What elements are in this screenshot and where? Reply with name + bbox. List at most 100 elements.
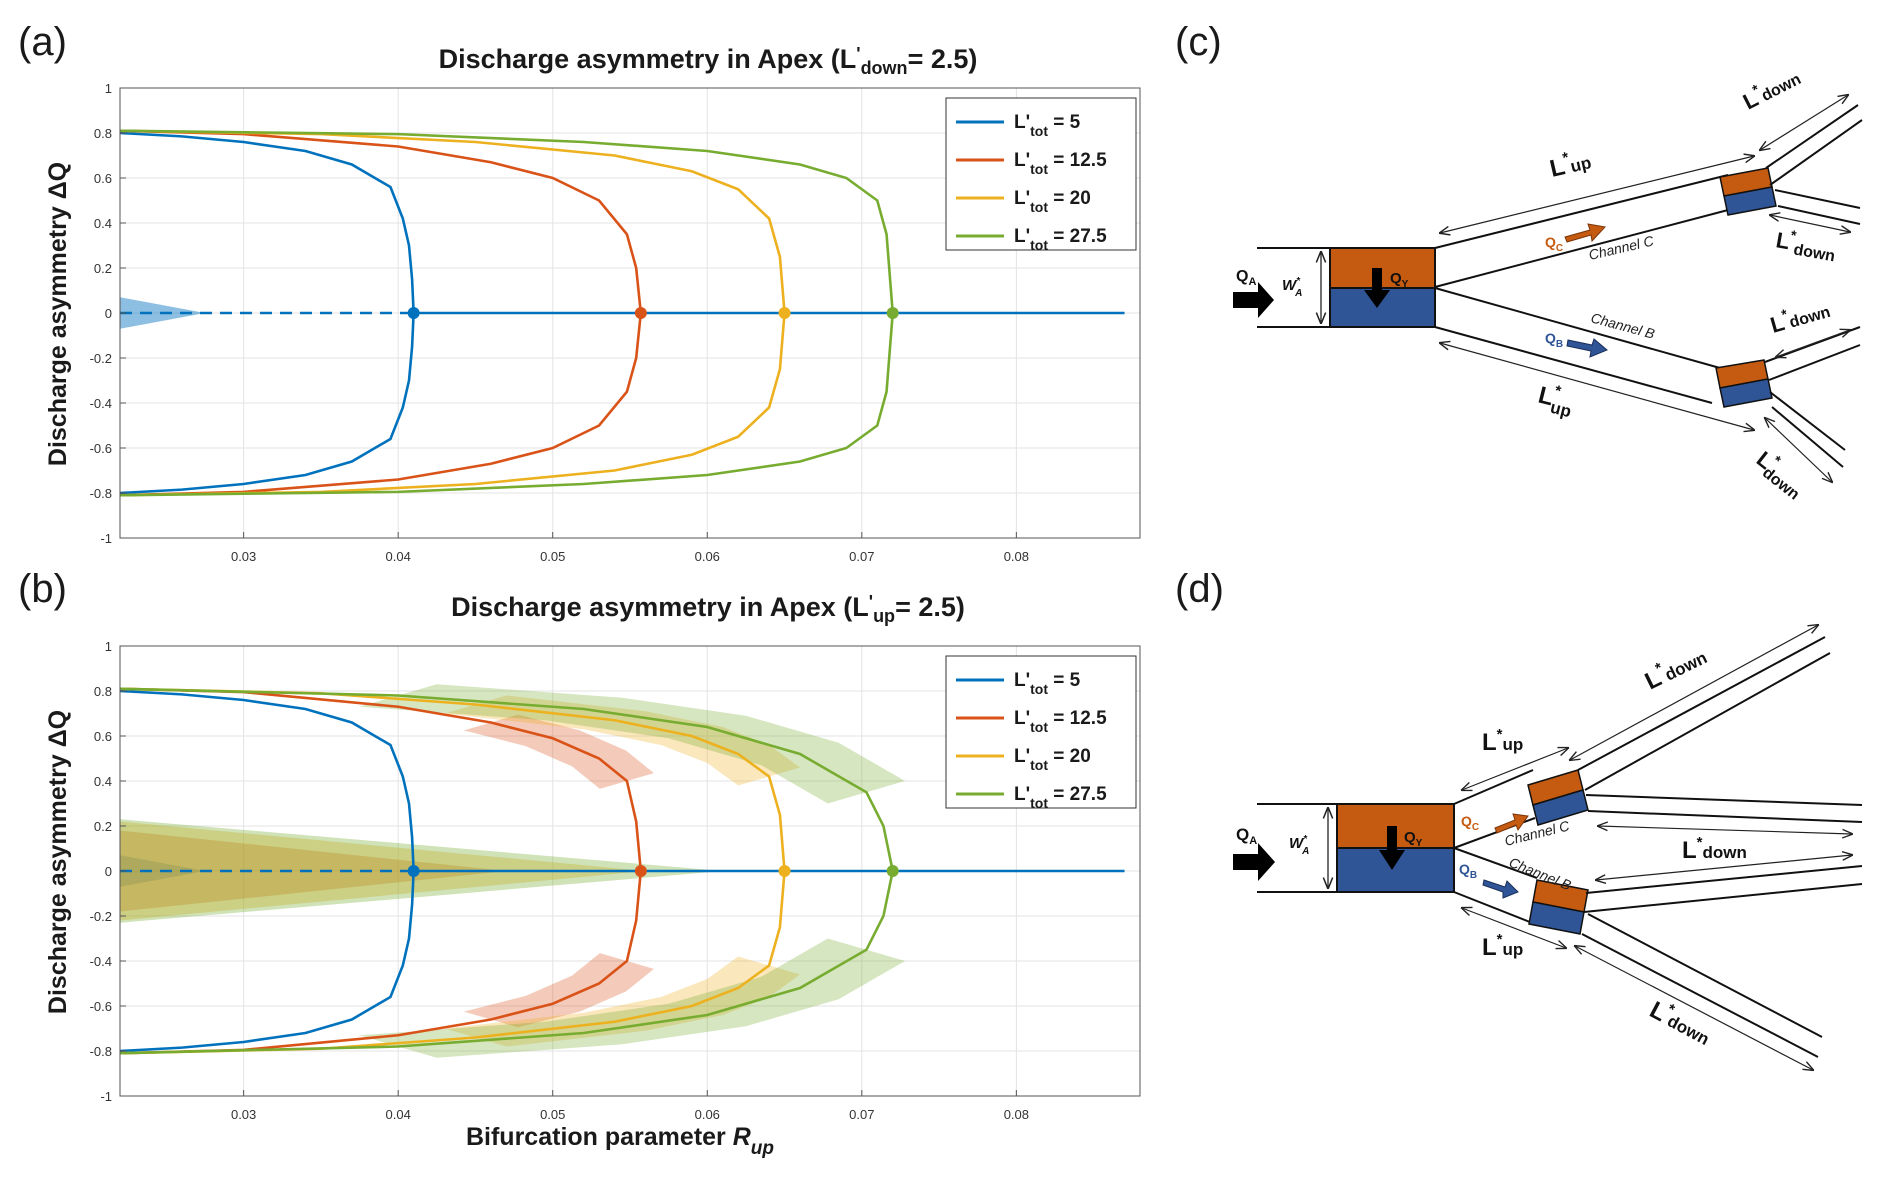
chart-b-series-line bbox=[119, 687, 643, 872]
channel-b-wall-top bbox=[1434, 287, 1721, 369]
chart-a-y-tick-label: -1 bbox=[100, 531, 112, 546]
chart-b-bifurcation-point bbox=[634, 865, 647, 877]
chart-b-bifurcation-point bbox=[886, 865, 899, 877]
chart-a-series-line bbox=[119, 129, 895, 314]
qa-arrow-icon bbox=[1233, 282, 1274, 318]
chart-a-series-line bbox=[119, 312, 786, 497]
qc-arrow-icon bbox=[1564, 223, 1606, 243]
chart-a-series-line bbox=[119, 312, 415, 495]
c-branch-down-wall-2 bbox=[1777, 205, 1861, 225]
chart-b-branch-band bbox=[463, 953, 654, 1028]
chart-b-bifurcation-point bbox=[407, 865, 420, 877]
qy-arrow-icon bbox=[1364, 268, 1390, 308]
diagram-c: QA QY W*A QC QB Channel C Channel B L*up… bbox=[1233, 62, 1863, 504]
l-down-c1-label-d: L*down bbox=[1639, 640, 1710, 695]
panel-label-b: (b) bbox=[18, 567, 67, 611]
panel-label-c: (c) bbox=[1175, 20, 1222, 64]
l-down-c2-label: L*down bbox=[1774, 224, 1839, 265]
wa-label-d: W*A bbox=[1289, 834, 1309, 857]
chart-b-series-line bbox=[119, 870, 643, 1055]
l-up-b-arrow bbox=[1440, 343, 1754, 430]
y-axis-label-b: Discharge asymmetry ΔQ bbox=[44, 710, 72, 1014]
chart-b-y-tick-label: 0.8 bbox=[94, 684, 112, 699]
l-down-c1-label: L*down bbox=[1738, 62, 1805, 114]
l-up-c-arrow-d bbox=[1462, 748, 1568, 790]
l-down-b2-arrow bbox=[1765, 418, 1832, 482]
l-up-b-label-d: L*up bbox=[1482, 931, 1523, 961]
l-down-b2-arrow-d bbox=[1575, 946, 1813, 1070]
c-branch-down-wall-2-d bbox=[1587, 810, 1863, 823]
chart-a-bifurcation-point bbox=[886, 307, 899, 319]
chart-a-y-tick-label: 0.2 bbox=[94, 261, 112, 276]
chart-b-branch-band bbox=[463, 714, 654, 789]
chart-b-y-tick-label: -0.8 bbox=[90, 1044, 112, 1059]
chart-a-series-line bbox=[119, 312, 895, 497]
chart-a-legend-label: L'tot = 12.5 bbox=[1014, 150, 1107, 177]
chart-a-y-tick-label: 0 bbox=[105, 306, 112, 321]
chart-a-y-tick-label: -0.6 bbox=[90, 441, 112, 456]
l-up-b-label: L*up bbox=[1534, 379, 1577, 421]
qy-label-c: QY bbox=[1390, 270, 1409, 290]
l-down-c1-arrow bbox=[1760, 95, 1848, 150]
qb-arrow-icon-d bbox=[1482, 879, 1519, 899]
c-branch-down-wall-1 bbox=[1774, 189, 1861, 209]
qb-arrow-icon bbox=[1566, 338, 1608, 358]
chart-a-y-tick-label: -0.8 bbox=[90, 486, 112, 501]
l-down-c2-label-d: L*down bbox=[1682, 834, 1747, 864]
l-up-c-label-d: L*up bbox=[1482, 726, 1523, 756]
qa-label-c: QA bbox=[1236, 268, 1256, 288]
l-down-c1-arrow-d bbox=[1570, 625, 1818, 760]
chart-b-series-line bbox=[119, 687, 895, 872]
chart-b-uncertainty-band bbox=[120, 830, 507, 912]
chart-title-b: Discharge asymmetry in Apex (L'up= 2.5) bbox=[451, 592, 965, 626]
chart-b-legend-label: L'tot = 20 bbox=[1014, 746, 1091, 773]
l-down-b2-label: L*down bbox=[1749, 444, 1812, 504]
chart-b-y-tick-label: -0.6 bbox=[90, 999, 112, 1014]
chart-a-x-tick-label: 0.05 bbox=[540, 549, 565, 564]
chart-b-series-line bbox=[119, 870, 895, 1055]
channel-b-wall-bottom bbox=[1434, 326, 1713, 404]
chart-b-legend-label: L'tot = 27.5 bbox=[1014, 784, 1107, 811]
chart-b-y-tick-label: 1 bbox=[105, 639, 112, 654]
qc-arrow-icon-d bbox=[1494, 813, 1529, 834]
l-down-b2-label-d: L*down bbox=[1645, 994, 1716, 1051]
channel-c-wall-top-d bbox=[1453, 769, 1534, 805]
qa-arrow-icon-d bbox=[1233, 843, 1275, 881]
chart-a-x-tick-label: 0.07 bbox=[849, 549, 874, 564]
chart-a-series-line bbox=[119, 131, 415, 314]
chart-a-legend-label: L'tot = 20 bbox=[1014, 188, 1091, 215]
y-axis-label-a: Discharge asymmetry ΔQ bbox=[44, 162, 72, 466]
qy-arrow-icon-d bbox=[1379, 826, 1405, 870]
channel-b-label: Channel B bbox=[1589, 309, 1656, 341]
chart-b-branch-band bbox=[359, 938, 906, 1058]
chart-a-bifurcation-point bbox=[407, 307, 420, 319]
chart-a-series-line bbox=[119, 312, 643, 497]
b-branch-down-wall-1-d bbox=[1587, 913, 1823, 1038]
chart-b-branch-band bbox=[359, 684, 906, 804]
chart-panel-a: Discharge asymmetry in Apex (L'down= 2.5… bbox=[44, 44, 1141, 564]
l-up-c-arrow bbox=[1440, 156, 1754, 233]
chart-a-series-line bbox=[119, 129, 786, 314]
chart-a-legend-label: L'tot = 27.5 bbox=[1014, 226, 1107, 253]
chart-b-y-tick-label: -0.2 bbox=[90, 909, 112, 924]
qb-label-c: QB bbox=[1545, 330, 1563, 350]
chart-b-series-line bbox=[119, 689, 415, 872]
diagram-d: QA QY W*A QC QB Channel C Channel B L*up… bbox=[1233, 625, 1863, 1070]
qc-label-c: QC bbox=[1545, 234, 1563, 254]
qa-label-d: QA bbox=[1236, 825, 1257, 847]
l-up-c-label: L*up bbox=[1547, 144, 1594, 183]
chart-b-x-tick-label: 0.03 bbox=[231, 1107, 256, 1122]
c-branch-up-wall-1 bbox=[1765, 104, 1859, 169]
channel-c-wall-bottom bbox=[1434, 209, 1729, 288]
chart-b-legend-label: L'tot = 12.5 bbox=[1014, 708, 1107, 735]
chart-b-y-tick-label: 0 bbox=[105, 864, 112, 879]
chart-b-series-line bbox=[119, 870, 415, 1053]
chart-b-bifurcation-point bbox=[778, 865, 791, 877]
b-branch-up-wall-2-d bbox=[1583, 883, 1863, 913]
l-down-b1-arrow-d bbox=[1596, 855, 1852, 880]
channel-b-wall-bottom-d bbox=[1453, 891, 1536, 925]
chart-a-x-tick-label: 0.08 bbox=[1004, 549, 1029, 564]
channel-b-wall-top-d bbox=[1453, 847, 1538, 879]
chart-b-x-tick-label: 0.08 bbox=[1004, 1107, 1029, 1122]
